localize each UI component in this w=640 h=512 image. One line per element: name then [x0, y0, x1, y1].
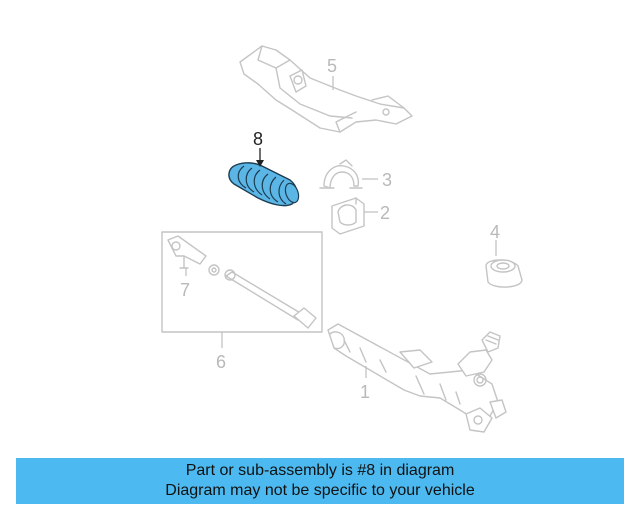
callout-5: 5 [327, 56, 337, 76]
banner-line-part: Part or sub-assembly is #8 in diagram [185, 462, 455, 479]
part-1-steering-rack [327, 323, 507, 433]
part-2-mount-bushing [331, 197, 365, 235]
info-banner: Part or sub-assembly is #8 in diagram Di… [16, 458, 624, 504]
arrow-8-icon [256, 160, 264, 167]
part-8-rack-boot [228, 162, 300, 207]
part-5-crossmember [239, 45, 413, 133]
callout-4: 4 [490, 222, 500, 242]
callout-2: 2 [380, 203, 390, 223]
callout-8: 8 [253, 129, 263, 149]
callout-3: 3 [382, 170, 392, 190]
part-7-tie-rod-end [167, 235, 207, 269]
banner-line-disclaimer: Diagram may not be specific to your vehi… [165, 482, 475, 499]
part-4-mount [485, 259, 523, 288]
parts-diagram: 5 8 3 2 4 [161, 45, 523, 433]
part-6-tie-rod-assembly [161, 231, 323, 333]
callout-1: 1 [360, 382, 370, 402]
callout-6: 6 [216, 352, 226, 372]
part-3-clamp [319, 159, 363, 189]
callout-7: 7 [180, 280, 190, 300]
